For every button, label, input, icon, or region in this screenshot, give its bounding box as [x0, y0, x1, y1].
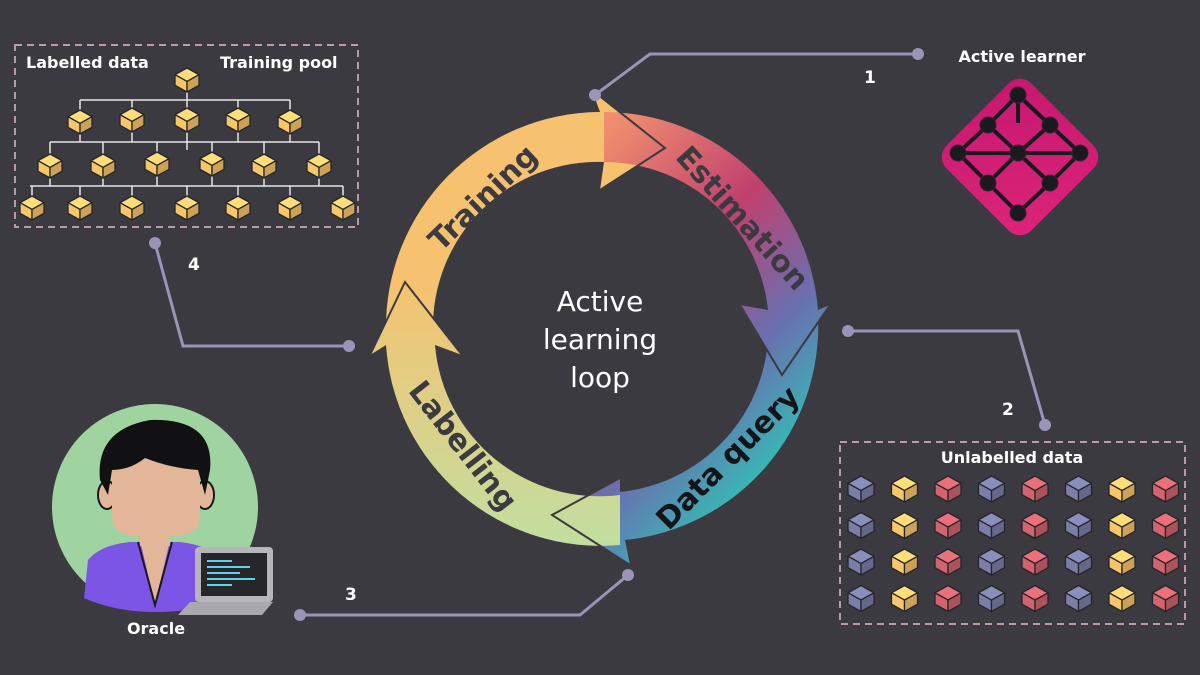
unlabelled-cubes [847, 475, 1180, 613]
step-number-2: 2 [1002, 400, 1014, 420]
data-cube [934, 475, 962, 503]
labelling-arrowhead-edge [369, 280, 463, 356]
data-cube [1064, 548, 1093, 576]
connector-dots [149, 48, 1051, 621]
data-cube [199, 151, 225, 177]
cycle-ring [369, 89, 831, 566]
oracle-person [84, 419, 228, 612]
data-cube [1151, 584, 1180, 613]
data-cube [1064, 511, 1093, 540]
data-cube [174, 67, 200, 93]
data-cube [847, 584, 875, 613]
unlabelled-data-label: Unlabelled data [941, 448, 1084, 467]
center-line-1: Active [557, 285, 644, 318]
data-cube [977, 584, 1006, 613]
data-cube [330, 195, 356, 221]
data-cube [890, 548, 919, 576]
connector-2 [848, 329, 1047, 426]
connector-1 [594, 52, 918, 97]
data-cube [1064, 475, 1093, 503]
data-cube [225, 195, 251, 221]
step-number-4: 4 [188, 255, 200, 275]
data-cube [277, 195, 303, 221]
data-cube [934, 548, 962, 576]
data-cube [67, 195, 93, 221]
data-cube [174, 195, 200, 221]
data-query-arrowhead-edge [550, 477, 631, 566]
data-cube [1108, 511, 1136, 540]
unlabelled-data-box [839, 441, 1186, 625]
active-learner-label: Active learner [958, 47, 1085, 66]
data-cube [1151, 475, 1180, 503]
data-cube [37, 153, 63, 179]
data-cube [1108, 475, 1136, 503]
data-cube [1021, 584, 1049, 613]
data-cube [847, 475, 875, 503]
data-cube [977, 475, 1006, 503]
data-cube [890, 511, 919, 540]
connector-4 [153, 242, 349, 348]
stage-data-query: Data query [650, 379, 808, 537]
network-icon [941, 78, 1099, 236]
data-cube [1108, 584, 1136, 613]
center-title: Active learning loop [543, 285, 657, 394]
data-cube [119, 195, 145, 221]
connectors [153, 52, 1047, 617]
data-cube [977, 511, 1006, 540]
data-cube [847, 548, 875, 576]
labelling-arrow [370, 282, 620, 546]
unlabelled-data-panel: Unlabelled data [839, 441, 1186, 625]
data-cube [1021, 511, 1049, 540]
data-cube [934, 584, 962, 613]
labelled-data-label: Labelled data [26, 53, 149, 72]
connector-3 [300, 573, 629, 617]
laptop-icon [178, 547, 273, 615]
data-cube [1151, 548, 1180, 576]
labelled-data-box [14, 44, 359, 228]
data-cube [847, 511, 875, 540]
training-arrow [385, 90, 665, 330]
data-cube [174, 107, 200, 133]
data-cube [251, 153, 277, 179]
center-line-3: loop [570, 361, 630, 394]
data-cube [19, 195, 45, 221]
center-line-2: learning [543, 323, 657, 356]
data-cube [890, 584, 919, 613]
data-cube [1021, 548, 1049, 576]
active-learner-panel: Active learner [941, 47, 1099, 236]
step-number-3: 3 [345, 585, 357, 605]
data-cube [119, 107, 145, 133]
training-pool-label: Training pool [220, 53, 338, 72]
estimation-arrow [604, 112, 830, 375]
data-cube [306, 153, 332, 179]
data-cube [1108, 548, 1136, 576]
data-cube [977, 548, 1006, 576]
oracle-panel: Oracle [52, 404, 273, 638]
labelled-data-panel: Labelled data Training pool [14, 44, 359, 228]
data-cube [934, 511, 962, 540]
data-cube [225, 107, 251, 133]
step-number-1: 1 [864, 68, 876, 88]
oracle-label: Oracle [127, 619, 185, 638]
data-cube [67, 109, 93, 135]
data-cube [1064, 584, 1093, 613]
data-cube [90, 153, 116, 179]
training-arrowhead-edge [591, 89, 667, 191]
data-cube [1021, 475, 1049, 503]
data-cube [144, 151, 170, 177]
tree-cubes [19, 67, 356, 221]
estimation-arrowhead-edge [739, 304, 831, 377]
tree-connections [30, 92, 344, 196]
data-cube [1151, 511, 1180, 540]
data-cube [277, 109, 303, 135]
data-cube [890, 475, 919, 503]
